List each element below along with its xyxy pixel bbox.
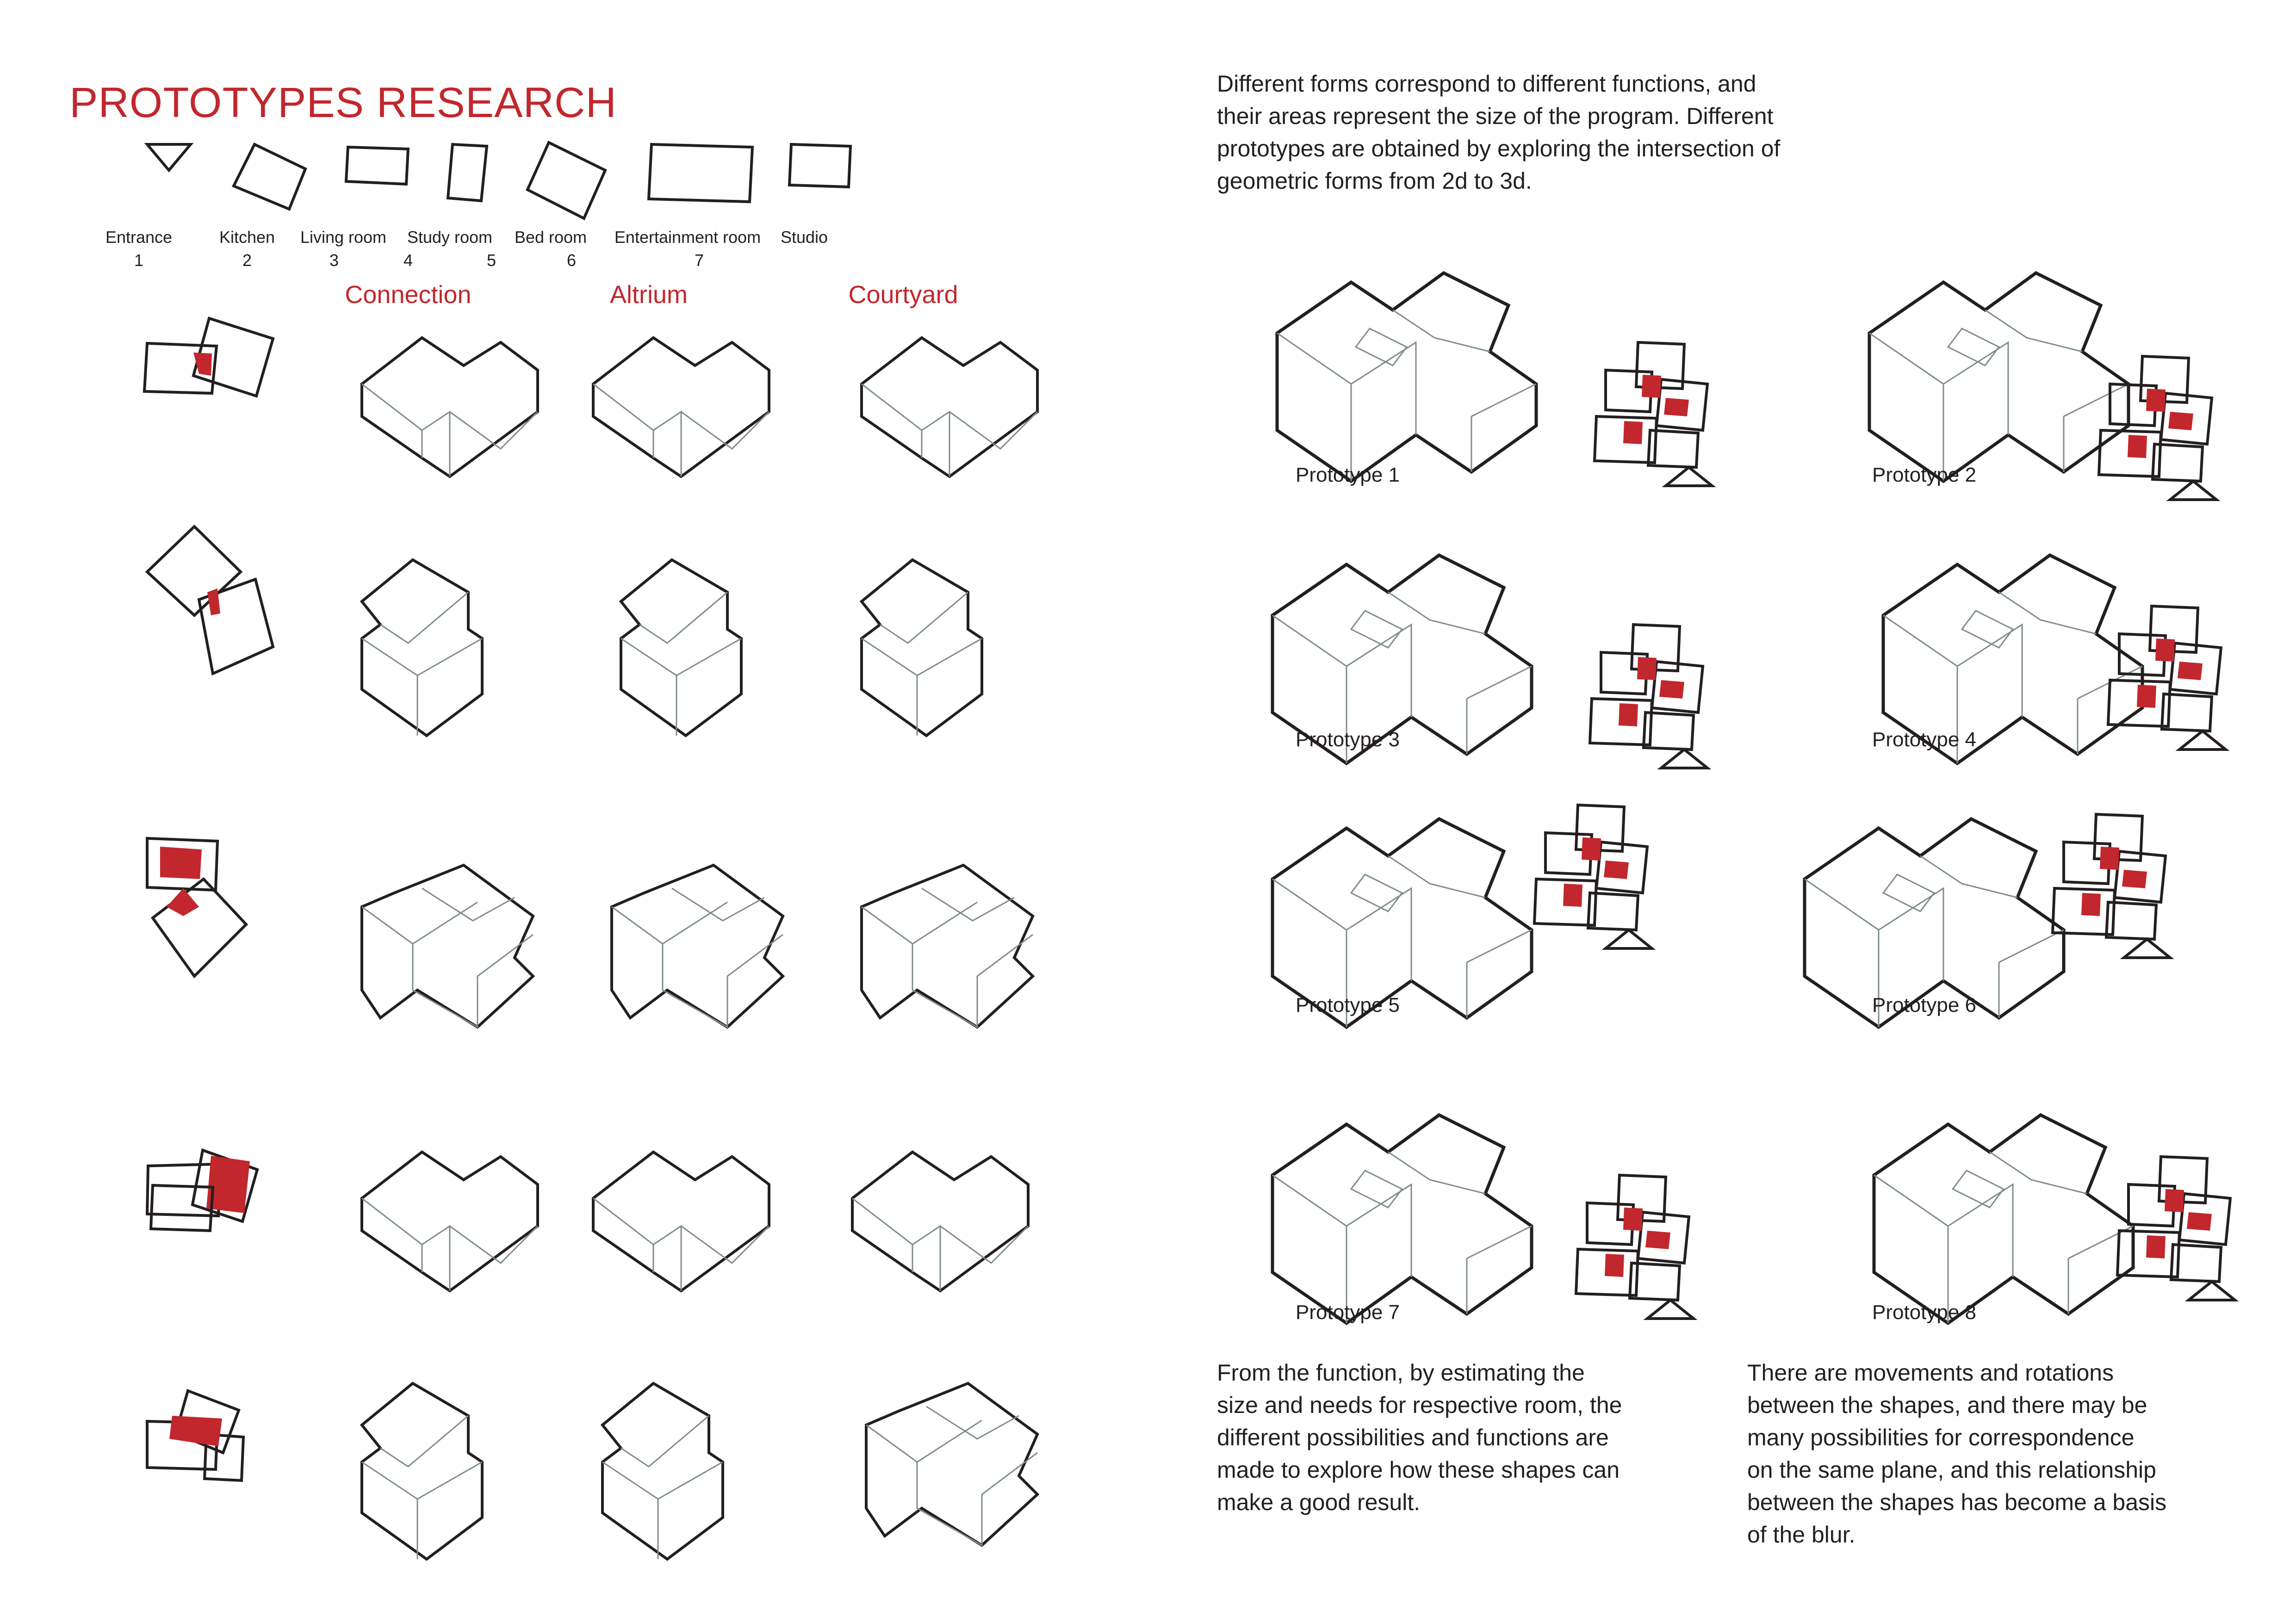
plan-diagram-row-1 (143, 316, 275, 398)
function-paragraph: From the function, by estimating the siz… (1217, 1360, 1622, 1515)
intro-paragraph: Different forms correspond to different … (1217, 71, 1781, 194)
column-altrium: Altrium (609, 281, 688, 309)
prototype-2-label: Prototype 2 (1872, 464, 1977, 486)
courtyard-block-row-1 (862, 338, 1037, 477)
connection-block-row-5 (362, 1383, 482, 1559)
prototype-5-plan (1534, 805, 1652, 948)
prototype-6-label: Prototype 6 (1872, 994, 1977, 1016)
column-connection: Connection (345, 281, 472, 309)
triangle-icon (144, 143, 194, 173)
prototype-2-plan (2099, 356, 2216, 500)
rectangle-icon (788, 142, 852, 189)
prototype-1-mass (1277, 273, 1536, 481)
tall-rectangle-icon (446, 142, 489, 203)
connection-block-row-3 (362, 865, 533, 1027)
prototype-5-label: Prototype 5 (1296, 994, 1400, 1016)
plan-diagram-row-4 (145, 1148, 259, 1233)
plan-diagram-row-5 (146, 1389, 245, 1482)
rotated-square-icon (526, 140, 607, 221)
prototype-7-label: Prototype 7 (1296, 1301, 1400, 1324)
prototype-4-label: Prototype 4 (1872, 728, 1977, 751)
relationship-paragraph: There are movements and rotations betwee… (1747, 1360, 2167, 1548)
plan-diagram-row-3 (146, 836, 248, 979)
prototype-8-plan (2117, 1157, 2235, 1300)
connection-block-row-2 (362, 560, 482, 736)
courtyard-block-row-3 (862, 865, 1033, 1027)
connection-block-row-4 (362, 1152, 538, 1291)
altrium-block-row-3 (612, 865, 783, 1027)
page-title: PROTOTYPES RESEARCH (69, 79, 617, 126)
prototype-2-mass (1869, 273, 2128, 481)
prototype-6-plan (2053, 814, 2170, 958)
altrium-block-row-1 (593, 338, 769, 477)
rotated-square-icon (231, 142, 307, 211)
prototype-7-mass (1272, 1115, 1532, 1323)
prototype-7-plan (1576, 1175, 1694, 1319)
plan-diagram-row-2 (145, 524, 275, 676)
courtyard-block-row-2 (862, 560, 982, 736)
column-courtyard: Courtyard (848, 281, 958, 309)
altrium-block-row-2 (621, 560, 741, 736)
connection-block-row-1 (362, 338, 538, 477)
legend-studio: Studio (780, 228, 828, 247)
prototype-1-label: Prototype 1 (1296, 464, 1400, 486)
courtyard-block-row-4 (852, 1152, 1028, 1291)
prototype-4-plan (2108, 606, 2226, 750)
courtyard-block-row-5 (866, 1383, 1037, 1545)
rectangle-icon (344, 145, 410, 186)
altrium-block-row-5 (602, 1383, 723, 1559)
prototype-3-plan (1590, 625, 1707, 768)
wide-rectangle-icon (647, 142, 754, 204)
prototype-1-plan (1595, 342, 1712, 486)
prototype-8-mass (1874, 1115, 2133, 1323)
prototype-3-label: Prototype 3 (1296, 728, 1400, 751)
altrium-block-row-4 (593, 1152, 769, 1291)
prototype-8-label: Prototype 8 (1872, 1301, 1977, 1324)
